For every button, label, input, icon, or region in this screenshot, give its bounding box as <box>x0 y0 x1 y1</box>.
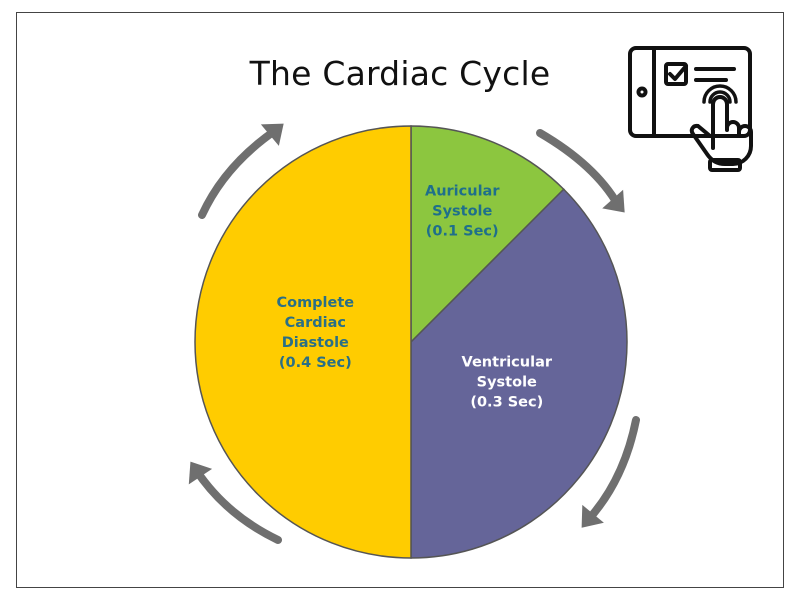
pie-slice-label-line: Auricular <box>425 183 500 199</box>
pie-slice-label-line: Systole <box>432 203 492 219</box>
cycle-arrow-head-4 <box>260 123 284 146</box>
pie-slice-label-line: Complete <box>276 295 354 311</box>
cycle-arrow-1 <box>536 129 622 209</box>
pie-slice-label-line: (0.4 Sec) <box>279 355 352 371</box>
pie-slice-1 <box>410 125 565 344</box>
pie-slices <box>194 125 628 559</box>
cycle-arrow-4 <box>198 126 280 219</box>
tablet-checklist-tap-icon <box>628 46 753 172</box>
cycle-arrow-2 <box>584 416 640 524</box>
pie-slice-label-line: Systole <box>477 375 537 391</box>
pie-slice-label-line: (0.3 Sec) <box>470 395 543 411</box>
pie-slice-label-line: (0.1 Sec) <box>426 223 499 239</box>
pie-slice-3 <box>194 125 412 559</box>
cycle-arrows <box>188 123 640 544</box>
pie-slice-label-line: Diastole <box>282 335 349 351</box>
cycle-arrow-head-1 <box>602 189 625 213</box>
pie-slice-2 <box>410 188 628 559</box>
cycle-arrow-head-3 <box>188 461 213 485</box>
page-title: The Cardiac Cycle <box>249 54 551 93</box>
pie-slice-label-line: Ventricular <box>462 355 553 371</box>
cycle-arrow-head-2 <box>581 504 604 528</box>
pie-slice-label-line: Cardiac <box>285 315 346 331</box>
cycle-arrow-3 <box>192 466 282 544</box>
